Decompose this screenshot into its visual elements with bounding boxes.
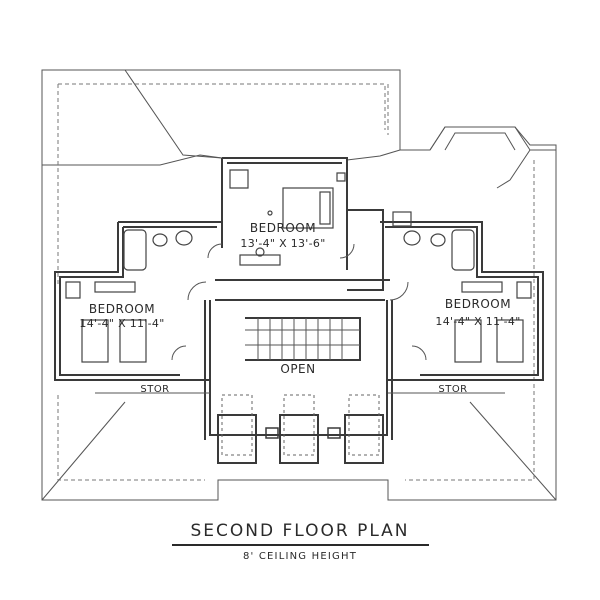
wall-gallery bbox=[215, 279, 390, 301]
dresser-left bbox=[94, 281, 136, 293]
room-dims-bedroom-right: 14'-4" X 11'-4" bbox=[435, 315, 520, 328]
bed-right-1 bbox=[454, 319, 482, 363]
title-underline bbox=[172, 544, 429, 546]
wall-corridor-inner bbox=[204, 300, 393, 440]
room-label-bedroom-center: BEDROOM bbox=[250, 221, 316, 235]
wall-corridor bbox=[209, 300, 388, 436]
room-dims-bedroom-center: 13'-4" X 13'-6" bbox=[240, 237, 325, 250]
closet-door bbox=[336, 172, 346, 182]
dormer-box-3 bbox=[344, 414, 384, 464]
plan-title: SECOND FLOOR PLAN bbox=[190, 521, 410, 541]
wall-left-wing-inner bbox=[59, 226, 217, 376]
door-swing bbox=[411, 345, 427, 361]
dormer-post-2 bbox=[327, 427, 341, 439]
roof-ridge-right bbox=[346, 149, 401, 161]
armchair-left bbox=[65, 281, 81, 299]
toilet-left bbox=[175, 230, 193, 246]
bed-left-1 bbox=[81, 319, 109, 363]
dormer bbox=[429, 126, 531, 151]
sink-left bbox=[152, 233, 168, 247]
armchair-right bbox=[516, 281, 532, 299]
room-label-open: OPEN bbox=[280, 362, 315, 376]
dormer-post-1 bbox=[265, 427, 279, 439]
dormer-dash-3 bbox=[348, 394, 380, 456]
wall-center-bedroom bbox=[221, 157, 348, 270]
bathtub-left bbox=[123, 229, 147, 271]
ceiling-fixture-center bbox=[267, 210, 273, 216]
roof-hip-right-upper bbox=[496, 149, 556, 189]
roof-ridge-top bbox=[124, 69, 223, 159]
toilet-right bbox=[403, 230, 421, 246]
washer-box bbox=[392, 211, 412, 227]
wall-stair bbox=[245, 317, 361, 361]
armchair-center bbox=[229, 169, 249, 189]
room-label-stor-right: STOR bbox=[438, 384, 467, 395]
dormer-dash-1 bbox=[221, 394, 253, 456]
door-swing bbox=[207, 243, 223, 259]
dormer-box-1 bbox=[217, 414, 257, 464]
bed-left-2 bbox=[119, 319, 147, 363]
wall-left-wing bbox=[54, 221, 222, 381]
wall-right-wing bbox=[380, 221, 544, 381]
dormer-dash-2 bbox=[283, 394, 315, 456]
roof-outline bbox=[41, 69, 557, 501]
door-swing bbox=[187, 281, 207, 301]
door-swing bbox=[339, 243, 355, 259]
roof-hip-right-lower bbox=[469, 401, 557, 501]
roof-ridge-left bbox=[42, 154, 223, 166]
bed-center bbox=[282, 187, 334, 229]
chair-center bbox=[255, 247, 265, 257]
door-swing bbox=[389, 281, 409, 301]
dresser-right bbox=[461, 281, 503, 293]
dormer-inner bbox=[444, 132, 516, 151]
bed-right-2 bbox=[496, 319, 524, 363]
room-label-stor-left: STOR bbox=[140, 384, 169, 395]
wall-closet bbox=[347, 209, 384, 291]
wall-right-wing-inner bbox=[385, 226, 539, 376]
room-label-bedroom-right: BEDROOM bbox=[445, 297, 511, 311]
door-swing bbox=[171, 345, 187, 361]
bed-center-pillow bbox=[319, 191, 331, 225]
room-dims-bedroom-left: 14'-4" X 11'-4" bbox=[79, 317, 164, 330]
eave-dashed-line bbox=[57, 83, 535, 481]
sink-right bbox=[430, 233, 446, 247]
room-label-bedroom-left: BEDROOM bbox=[89, 302, 155, 316]
desk-center bbox=[239, 254, 281, 266]
plan-subtitle: 8' CEILING HEIGHT bbox=[242, 551, 358, 562]
bathtub-right bbox=[451, 229, 475, 271]
dormer-box-2 bbox=[279, 414, 319, 464]
roof-hip-left-lower bbox=[41, 401, 126, 501]
